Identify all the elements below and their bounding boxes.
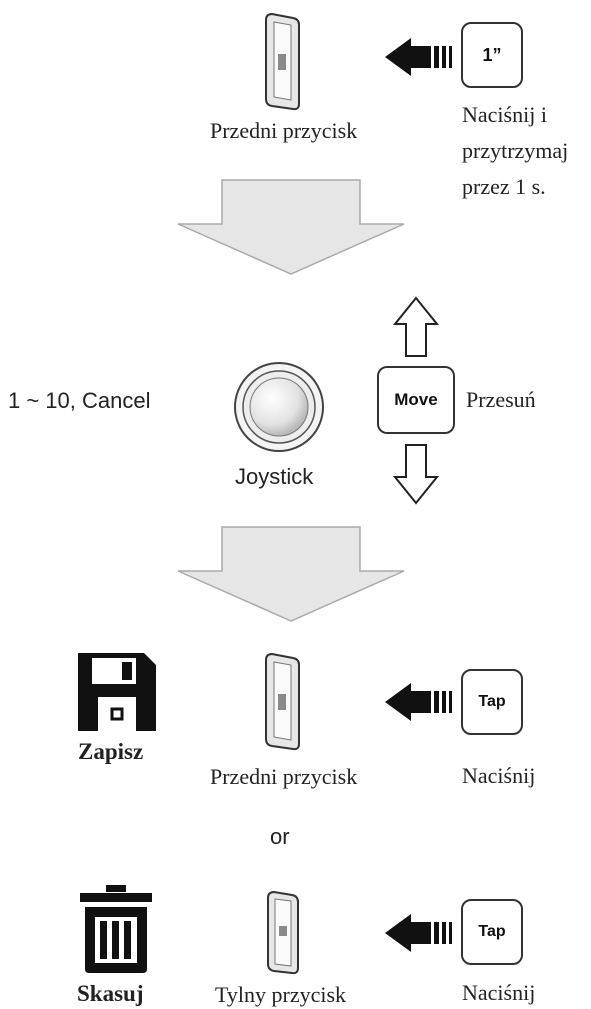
front-button-device-icon [265,12,300,111]
floppy-disk-icon [78,653,156,731]
rear-button-label: Tylny przycisk [215,982,347,1007]
front-button-label: Przedni przycisk [210,118,358,143]
move-indicator: Move [377,366,455,434]
press-hold-text: 1” [482,44,502,65]
flow-down-arrow-2 [177,526,405,622]
tap-indicator: Tap [461,669,523,735]
save-label: Zapisz [78,739,144,764]
left-arrow-icon-2 [385,683,452,721]
trash-can-icon [80,885,152,973]
joystick-label: Joystick [235,464,314,489]
joystick-icon [234,362,324,452]
front-button-device-icon-2 [265,652,300,751]
tap-indicator-text-2: Tap [478,923,506,940]
rear-button-device-icon [267,890,299,975]
press-hold-instruction-1: Naciśnij i [462,102,547,127]
press-hold-indicator: 1” [461,22,523,88]
tap-label-2: Naciśnij [462,980,536,1005]
delete-label: Skasuj [77,981,144,1006]
tap-indicator-2: Tap [461,899,523,965]
left-arrow-icon [385,38,452,76]
up-arrow-icon [392,296,440,357]
or-text: or [270,824,290,849]
move-indicator-text: Move [394,390,438,409]
selection-range-text: 1 ~ 10, Cancel [8,388,151,413]
move-label: Przesuń [466,387,536,412]
tap-label: Naciśnij [462,763,536,788]
front-button-label-2: Przedni przycisk [210,764,358,789]
press-hold-instruction-3: przez 1 s. [462,174,546,199]
flow-down-arrow-1 [177,179,405,275]
down-arrow-icon [392,444,440,505]
tap-indicator-text: Tap [478,693,506,710]
press-hold-instruction-2: przytrzymaj [462,138,569,163]
left-arrow-icon-3 [385,914,452,952]
